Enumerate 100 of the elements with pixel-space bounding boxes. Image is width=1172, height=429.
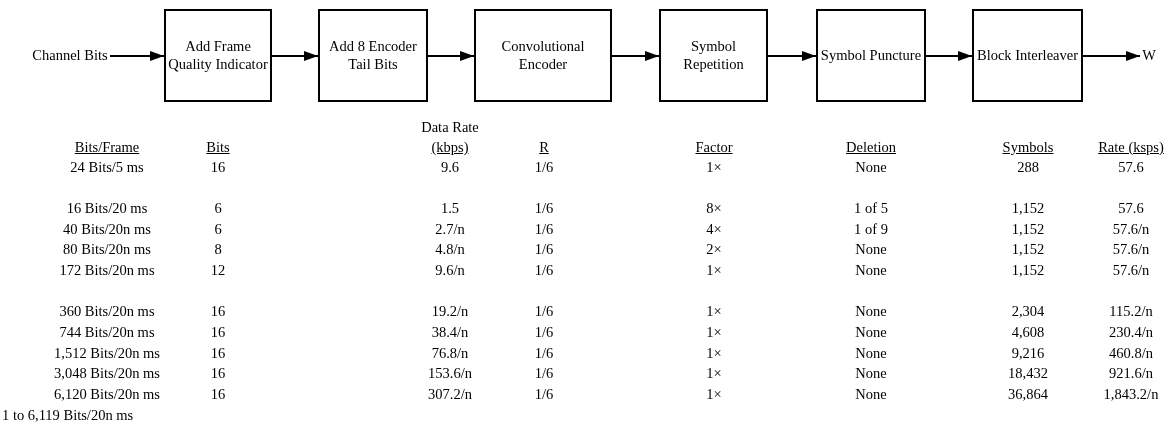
table-cell: 38.4/n bbox=[431, 325, 469, 340]
column-header: Bits bbox=[206, 140, 230, 155]
table-cell: 80 Bits/20n ms bbox=[63, 242, 151, 257]
table-cell: 6 bbox=[214, 201, 222, 216]
table-cell: 1/6 bbox=[534, 325, 554, 340]
table-cell: 1/6 bbox=[534, 263, 554, 278]
table-cell: 1/6 bbox=[534, 222, 554, 237]
column-header: Data Rate bbox=[421, 120, 479, 135]
table-cell: 153.6/n bbox=[428, 366, 472, 381]
table-cell: 24 Bits/5 ms bbox=[70, 160, 144, 175]
table-cell: 16 bbox=[210, 304, 226, 319]
process-box bbox=[164, 9, 272, 102]
table-cell: 1× bbox=[706, 263, 722, 278]
table-cell: 4× bbox=[706, 222, 722, 237]
table-cell: 40 Bits/20n ms bbox=[63, 222, 151, 237]
table-cell: 2.7/n bbox=[435, 222, 465, 237]
table-cell: None bbox=[855, 160, 887, 175]
arrow bbox=[109, 51, 165, 61]
table-cell: 9,216 bbox=[1011, 346, 1045, 361]
table-cell: 57.6/n bbox=[1112, 242, 1150, 257]
table-cell: 36,864 bbox=[1008, 387, 1048, 402]
table-cell: None bbox=[855, 387, 887, 402]
table-cell: 1× bbox=[706, 387, 722, 402]
table-cell: 307.2/n bbox=[428, 387, 472, 402]
table-cell: 1/6 bbox=[534, 346, 554, 361]
table-cell: 1× bbox=[706, 346, 722, 361]
table-cell: 6 bbox=[214, 222, 222, 237]
table-cell: 2,304 bbox=[1011, 304, 1045, 319]
column-header: Symbols bbox=[1002, 140, 1054, 155]
process-box bbox=[318, 9, 428, 102]
table-cell: None bbox=[855, 304, 887, 319]
table-cell: 921.6/n bbox=[1109, 366, 1153, 381]
table-cell: 2× bbox=[706, 242, 722, 257]
table-cell: 1,152 bbox=[1011, 201, 1045, 216]
process-box bbox=[659, 9, 768, 102]
box-label: Block Interleaver bbox=[976, 46, 1078, 65]
table-cell: 57.6 bbox=[1118, 201, 1144, 216]
table-cell: 1,843.2/n bbox=[1103, 387, 1159, 402]
table-cell: 3,048 Bits/20n ms bbox=[54, 366, 160, 381]
column-header: Deletion bbox=[846, 140, 896, 155]
table-cell: 57.6/n bbox=[1112, 222, 1150, 237]
table-cell: 744 Bits/20n ms bbox=[59, 325, 155, 340]
arrow bbox=[611, 51, 660, 61]
table-cell: 76.8/n bbox=[431, 346, 469, 361]
table-cell: None bbox=[855, 242, 887, 257]
box-label: Symbol Repetition bbox=[682, 38, 745, 73]
table-cell: 1× bbox=[706, 160, 722, 175]
table-cell: 6,120 Bits/20n ms bbox=[54, 387, 160, 402]
box-label: Add Frame Quality Indicator bbox=[168, 38, 268, 73]
table-cell: 16 bbox=[210, 160, 226, 175]
table-cell: 8× bbox=[706, 201, 722, 216]
table-cell: 16 bbox=[210, 346, 226, 361]
table-cell: 18,432 bbox=[1008, 366, 1048, 381]
process-box bbox=[474, 9, 612, 102]
flow-label: Channel Bits bbox=[32, 47, 108, 65]
table-cell: 1/6 bbox=[534, 304, 554, 319]
table-cell: 115.2/n bbox=[1109, 304, 1153, 319]
arrow bbox=[925, 51, 973, 61]
table-cell: None bbox=[855, 263, 887, 278]
table-cell: 1,152 bbox=[1011, 263, 1045, 278]
table-cell: 360 Bits/20n ms bbox=[59, 304, 155, 319]
table-cell: 1/6 bbox=[534, 366, 554, 381]
table-cell: 9.6/n bbox=[435, 263, 465, 278]
column-header: R bbox=[539, 140, 549, 155]
table-cell: 16 bbox=[210, 366, 226, 381]
table-cell: 288 bbox=[1017, 160, 1039, 175]
table-cell: 1/6 bbox=[534, 160, 554, 175]
column-header: Factor bbox=[695, 140, 733, 155]
table-cell: 1,152 bbox=[1011, 222, 1045, 237]
box-label: Add 8 Encoder Tail Bits bbox=[328, 38, 418, 73]
arrow bbox=[1082, 51, 1141, 61]
table-cell: 1× bbox=[706, 325, 722, 340]
table-cell: 9.6 bbox=[440, 160, 460, 175]
table-cell: None bbox=[855, 325, 887, 340]
table-cell: 12 bbox=[210, 263, 226, 278]
table-cell: 16 Bits/20 ms bbox=[66, 201, 148, 216]
column-header: Rate (ksps) bbox=[1098, 140, 1164, 155]
arrow bbox=[271, 51, 319, 61]
flow-label: W bbox=[1142, 47, 1156, 65]
table-cell: 4.8/n bbox=[435, 242, 465, 257]
table-cell: 230.4/n bbox=[1109, 325, 1153, 340]
table-cell: 19.2/n bbox=[431, 304, 469, 319]
table-cell: 1 of 9 bbox=[854, 222, 888, 237]
table-cell: 1/6 bbox=[534, 201, 554, 216]
table-cell: 1 of 5 bbox=[854, 201, 888, 216]
table-cell: 8 bbox=[214, 242, 222, 257]
table-cell: 16 bbox=[210, 387, 226, 402]
table-cell: 1/6 bbox=[534, 387, 554, 402]
table-cell: 1,152 bbox=[1011, 242, 1045, 257]
table-cell: 1× bbox=[706, 304, 722, 319]
table-cell: 1.5 bbox=[440, 201, 460, 216]
column-header: (kbps) bbox=[431, 140, 469, 155]
table-cell: 16 bbox=[210, 325, 226, 340]
table-cell: None bbox=[855, 366, 887, 381]
table-cell: 460.8/n bbox=[1109, 346, 1153, 361]
column-header: Bits/Frame bbox=[74, 140, 140, 155]
table-cell: 1× bbox=[706, 366, 722, 381]
process-box bbox=[816, 9, 926, 102]
table-cell: None bbox=[855, 346, 887, 361]
arrow bbox=[427, 51, 475, 61]
